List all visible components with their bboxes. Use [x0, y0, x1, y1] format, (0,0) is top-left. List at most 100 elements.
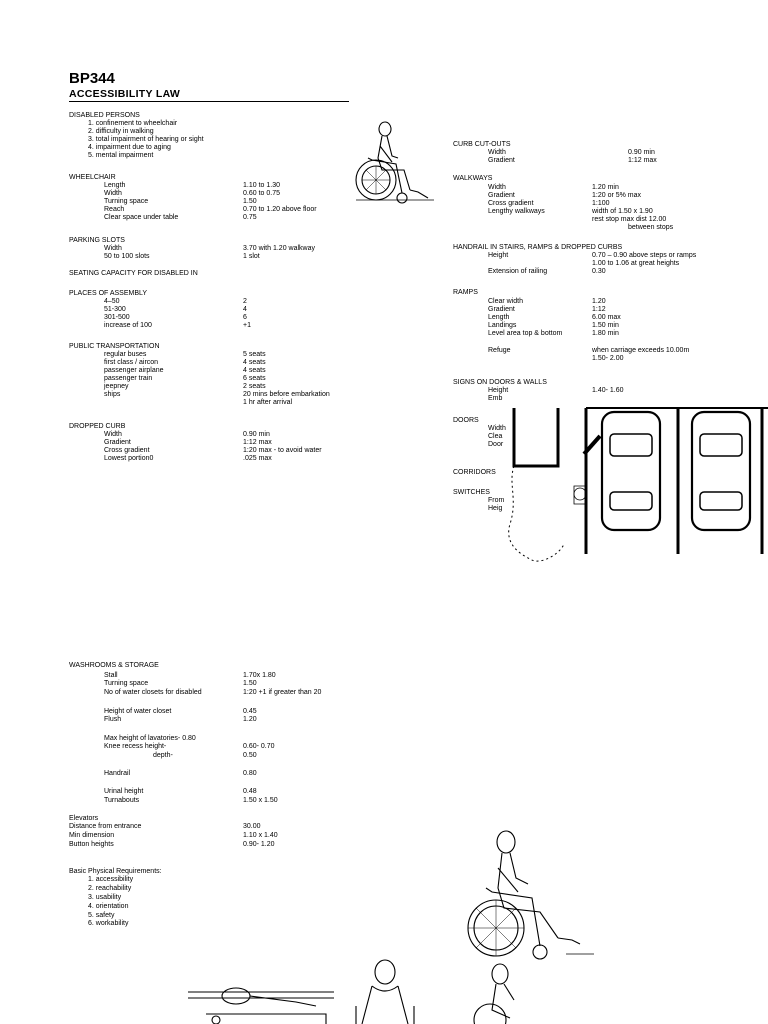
row-value: 1.50 x 1.50	[243, 797, 278, 804]
row-label: increase of 100	[104, 322, 152, 329]
section-heading: DROPPED CURB	[69, 423, 126, 430]
row-value: 6	[243, 314, 247, 321]
row-label: Handrail	[104, 770, 131, 777]
row-label: 4–50	[104, 298, 120, 305]
row-label: Width	[104, 245, 122, 252]
row-value: 2 seats	[243, 383, 266, 390]
wheelchair-reach-illustration	[473, 963, 515, 1024]
row-label: Height of water closet	[104, 708, 172, 715]
row-value: 0.60- 0.70	[243, 743, 275, 750]
row-value: 1.70x 1.80	[243, 672, 276, 679]
row-label: Width	[104, 190, 122, 197]
row-label: No of water closets for disabled	[104, 689, 202, 696]
section-heading: DOORS	[453, 417, 479, 424]
row-label: Length	[104, 182, 126, 189]
wheelchair-user-illustration	[355, 121, 434, 204]
row-value: 0.70 to 1.20 above floor	[243, 206, 317, 213]
row-label: Lengthy walkways	[488, 208, 545, 215]
row-value: 1.00 to 1.06 at great heights	[592, 260, 680, 267]
row-value: 1:12	[592, 306, 606, 313]
row-label: Length	[488, 314, 510, 321]
list-item: 4. orientation	[88, 903, 129, 910]
row-label: Extension of railing	[488, 268, 548, 275]
row-label: passenger train	[104, 375, 153, 382]
row-value: rest stop max dist 12.00	[592, 216, 667, 223]
row-value: 1:20 or 5% max	[592, 192, 642, 199]
row-value: 4	[243, 306, 247, 313]
row-label: Width	[488, 184, 506, 191]
row-label: Landings	[488, 322, 517, 329]
list-item: 4. impairment due to aging	[88, 144, 171, 151]
title-underline	[69, 101, 349, 102]
row-value: 1.50	[243, 680, 257, 687]
row-value: 6 seats	[243, 375, 266, 382]
list-item: 1. confinement to wheelchair	[88, 120, 178, 127]
section-heading: HANDRAIL IN STAIRS, RAMPS & DROPPED CURB…	[453, 244, 623, 251]
row-value: 0.48	[243, 788, 257, 795]
row-label: Gradient	[104, 439, 131, 446]
list-item: 5. safety	[88, 912, 115, 919]
row-label: Door	[488, 441, 504, 448]
row-value: 1:20 +1 if greater than 20	[243, 689, 322, 696]
row-value: 5 seats	[243, 351, 266, 358]
row-value: 6.00 max	[592, 314, 621, 321]
row-label: Width	[488, 425, 506, 432]
row-label: Height	[488, 252, 509, 259]
row-label: depth-	[153, 752, 173, 759]
row-value: 20 mins before embarkation	[243, 391, 330, 398]
row-label: Reach	[104, 206, 125, 213]
section-heading: WHEELCHAIR	[69, 174, 116, 181]
row-value: 4 seats	[243, 367, 266, 374]
document-title: ACCESSIBILITY LAW	[69, 88, 181, 100]
section-heading: SWITCHES	[453, 489, 490, 496]
list-item: 2. reachability	[88, 885, 132, 892]
section-heading: WALKWAYS	[453, 175, 493, 182]
row-label: Turnabouts	[104, 797, 140, 804]
row-value: 1.20 min	[592, 184, 619, 191]
row-label: passenger airplane	[104, 367, 164, 374]
row-label: Max height of lavatories- 0.80	[104, 735, 196, 742]
row-value: 0.50	[243, 752, 257, 759]
row-label: 51-300	[104, 306, 126, 313]
row-value: 1:12 max	[243, 439, 272, 446]
list-item: 1. accessibility	[88, 876, 134, 883]
row-label: Cross gradient	[104, 447, 150, 454]
row-label: Turning space	[104, 198, 149, 205]
section-heading: SIGNS ON DOORS & WALLS	[453, 379, 547, 386]
section-heading: RAMPS	[453, 289, 478, 296]
row-value: 1:100	[592, 200, 610, 207]
row-label: Gradient	[488, 192, 515, 199]
wheelchair-side-illustration	[467, 830, 594, 960]
section-heading: WASHROOMS & STORAGE	[69, 662, 159, 669]
row-label: Stall	[104, 672, 118, 679]
list-item: 5. mental impairment	[88, 152, 154, 159]
list-item: 3. usability	[88, 894, 122, 901]
row-value: .025 max	[243, 455, 272, 462]
section-subheading: PLACES OF ASSEMBLY	[69, 290, 148, 297]
row-value: 1:20 max - to avoid water	[243, 447, 322, 454]
section-heading: CURB CUT-OUTS	[453, 141, 511, 148]
row-label: regular buses	[104, 351, 147, 358]
corridors-heading: CORRIDORS	[453, 469, 496, 476]
row-label: Gradient	[488, 306, 515, 313]
row-value: 1.50- 2.00	[592, 355, 624, 362]
row-value: width of 1.50 x 1.90	[592, 208, 653, 215]
section-heading: Elevators	[69, 815, 99, 822]
row-value: 0.70 – 0.90 above steps or ramps	[592, 252, 697, 259]
row-label: Clea	[488, 433, 503, 440]
row-value: 0.90 min	[628, 149, 655, 156]
list-item: 3. total impairment of hearing or sight	[88, 136, 204, 143]
row-label: From	[488, 497, 505, 504]
row-value: 1.20	[592, 298, 606, 305]
row-label: Distance from entrance	[69, 823, 142, 830]
list-item: 2. difficulty in walking	[88, 128, 154, 135]
row-value: 1.80 min	[592, 330, 619, 337]
row-value: 4 seats	[243, 359, 266, 366]
row-value: 0.30	[592, 268, 606, 275]
row-label: Gradient	[488, 157, 515, 164]
row-value: 30.00	[243, 823, 261, 830]
row-label: Heig	[488, 505, 503, 512]
row-label: Lowest portion0	[104, 455, 154, 462]
row-value: 1.40- 1.60	[592, 387, 624, 394]
row-label: Emb	[488, 395, 503, 402]
